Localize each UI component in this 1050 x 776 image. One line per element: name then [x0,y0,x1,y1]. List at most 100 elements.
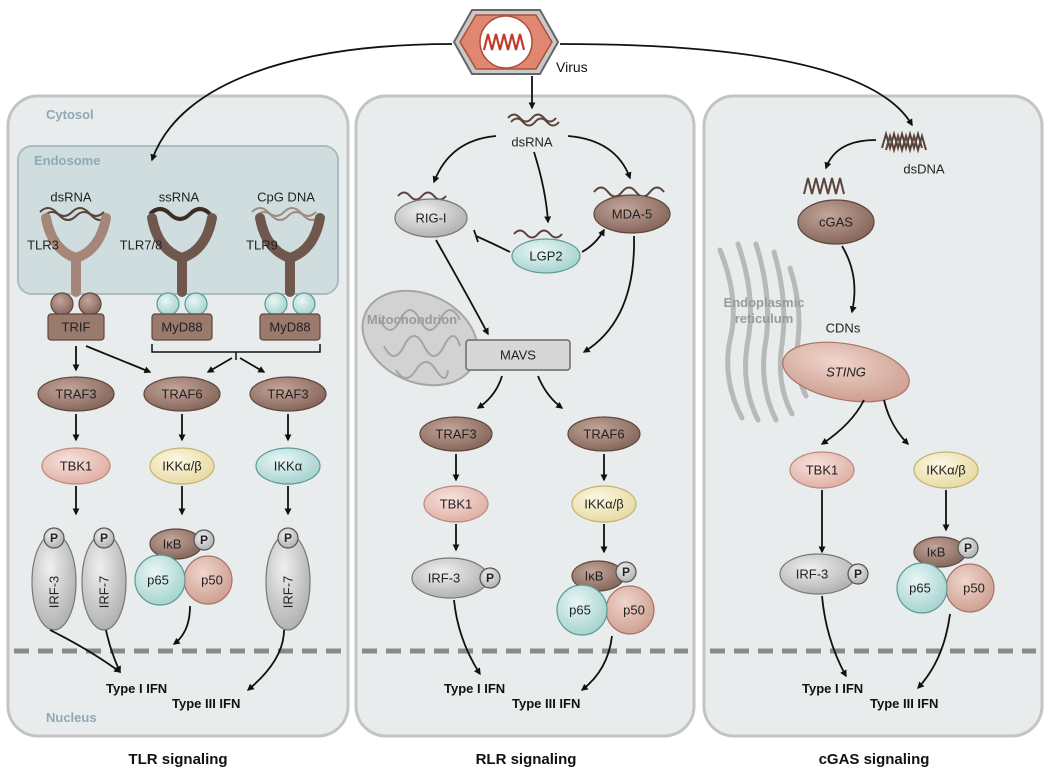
tlr-irf3-label: IRF-3 [47,576,62,609]
rlr-p65-node [556,584,608,636]
rlr-dsrna-label: dsRNA [511,135,553,150]
tlr-ligand-dsrna: dsRNA [50,190,92,205]
rigi-label: RIG-I [415,211,446,226]
cgas-node [797,199,875,245]
trif-tir-left [50,292,74,316]
sting-node [782,341,910,403]
endoplasmic-reticulum-icon [717,241,809,423]
rlr-irf3-p-label: P [486,571,494,585]
arrow-rlr-irf3-nucleus [453,599,481,676]
tlr-type1-label: Type I IFN [106,681,167,696]
rlr-title: RLR signaling [476,751,577,768]
tlr-traf6-node [143,376,221,412]
virus-label: Virus [556,59,588,75]
rlr-traf6-label: TRAF6 [583,427,624,442]
er-label-line1: Endoplasmic [724,295,805,310]
arrow-tlr-irf7-nucleus [105,629,121,674]
tlr-irf7b-p-label: P [284,531,292,545]
tlr-irf7b-label: IRF-7 [281,576,296,609]
tlr-tbk1-label: TBK1 [60,459,93,474]
cgas-irf3-phospho [847,563,869,585]
tlr-traf6-label: TRAF6 [161,387,202,402]
arrow-myd88-traf6 [206,357,233,373]
cgas-ikkab-node [913,451,979,489]
nucleus-label: Nucleus [46,710,97,725]
cgas-tbk1-label: TBK1 [806,463,839,478]
rlr-traf3-node [419,416,493,452]
cytosol-label: Cytosol [46,107,94,122]
cgas-dsdna-label: dsDNA [903,162,945,177]
tlr-traf3a-label: TRAF3 [55,387,96,402]
arrow-virus-to-endosome [150,43,453,162]
arrow-mavs-traf3 [476,375,503,409]
arrow-rlr-nfkb-nucleus [580,635,613,691]
rlr-ikb-p-label: P [622,565,630,579]
myd88-tir-left-1 [156,292,180,316]
arrow-mavs-traf6 [537,375,564,409]
tlr-p50-label: p50 [201,573,223,588]
tlr9-cpg-strand [251,207,321,221]
lgp2-label: LGP2 [529,249,562,264]
rlr-p65-label: p65 [569,603,591,618]
myd88-tir-left-2 [264,292,288,316]
tlr-irf3-phospho [43,527,65,549]
arrow-dsrna-rigi [432,135,497,184]
cgas-title: cGAS signaling [819,751,930,768]
mda5-node [593,194,671,234]
tlr-ikkab-label: IKKα/β [162,459,202,474]
myd88-label-2: MyD88 [269,320,310,335]
arrow-cgas-nfkb-nucleus [917,613,951,690]
trif-label: TRIF [62,320,91,335]
tlr3-dsrna-strand [39,207,109,221]
lgp2-node [511,238,581,274]
rlr-dsrna-strand [507,113,560,127]
arrow-virus-to-dsdna [559,43,913,127]
tlr-irf7b-phospho [277,527,299,549]
arrow-dsdna-cgas [824,139,877,170]
rlr-tbk1-node [423,485,489,523]
tlr-type3-label: Type III IFN [172,696,240,711]
tlr-traf3b-label: TRAF3 [267,387,308,402]
rlr-type1-label: Type I IFN [444,681,505,696]
er-label-line2: reticulum [735,311,794,326]
rlr-ikb-phospho [615,561,637,583]
cgas-irf3-p-label: P [854,567,862,581]
arrow-tlr-irf7b-nucleus [246,629,285,691]
tlr7-ssrna-strand [148,207,212,221]
arrow-lgp2-mda5 [581,228,605,253]
rlr-tbk1-label: TBK1 [440,497,473,512]
cgas-p65-label: p65 [909,581,931,596]
myd88-tir-right-1 [184,292,208,316]
tlr-irf7-phospho [93,527,115,549]
rigi-node [394,198,468,238]
tlr78-receptor [147,213,217,297]
rlr-ikkab-label: IKKα/β [584,497,624,512]
mavs-box [465,339,571,371]
arrow-tlr-nfkb-nucleus [172,605,191,645]
myd88-box-1 [151,313,213,341]
trif-box [47,313,105,341]
rlr-ikkab-node [571,485,637,523]
rlr-traf6-node [567,416,641,452]
tlr-ikkab-node [149,447,215,485]
arrow-tlr-irf3-nucleus [49,629,122,673]
rlr-ikb-label: IκB [585,569,604,584]
lgp2-inhibits-rigi [473,229,511,253]
tlr-p65-label: p65 [147,573,169,588]
mavs-label: MAVS [500,348,536,363]
tlr-irf7-label: IRF-7 [97,576,112,609]
tlr-title: TLR signaling [128,751,227,768]
lgp2-rna-strand [513,229,563,239]
mda5-label: MDA-5 [612,207,652,222]
trif-tir-right [78,292,102,316]
cgas-p65-node [896,562,948,614]
rlr-irf3-phospho [479,567,501,589]
rlr-irf3-label: IRF-3 [428,571,461,586]
tlr3-label: TLR3 [27,238,59,253]
tlr-irf7-p-label: P [100,531,108,545]
endosome-label: Endosome [34,153,100,168]
cgas-type3-label: Type III IFN [870,696,938,711]
mda5-rna-strand [593,186,665,198]
tlr78-label: TLR7/8 [120,238,163,253]
